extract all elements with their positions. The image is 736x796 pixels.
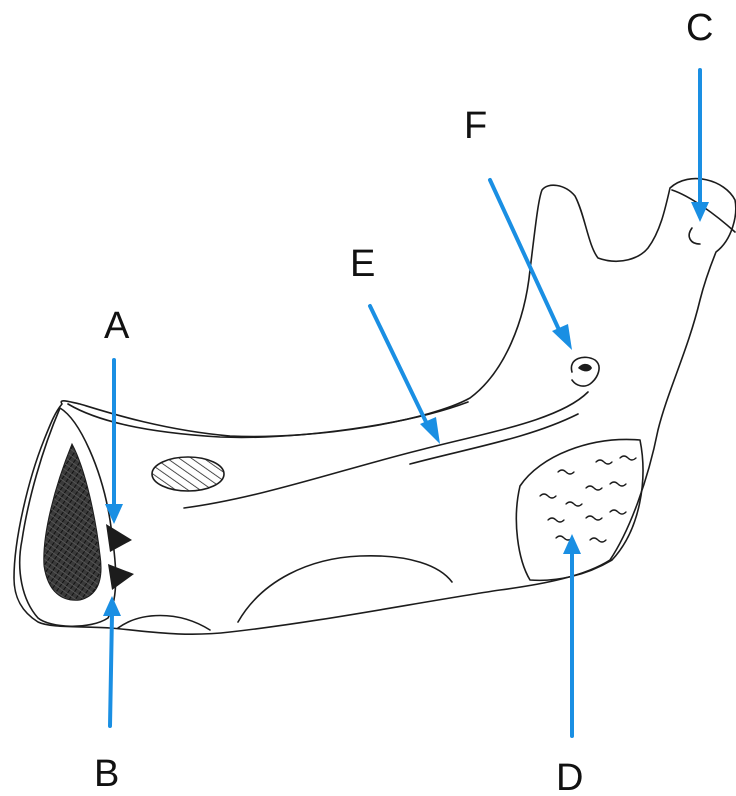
pterygoid-tuberosity bbox=[516, 439, 643, 580]
arrow-f-head bbox=[552, 324, 572, 350]
label-c: C bbox=[686, 7, 713, 49]
arrows bbox=[103, 70, 709, 736]
genial-tubercle-lower bbox=[108, 564, 134, 590]
arrow-e bbox=[370, 306, 428, 426]
foramen-dark bbox=[578, 364, 592, 372]
arrow-c-head bbox=[691, 202, 709, 222]
condyle-pit bbox=[689, 228, 700, 244]
submandibular-fossa bbox=[238, 556, 452, 622]
mylohyoid-line bbox=[184, 392, 588, 508]
labels: A B C D E F bbox=[94, 7, 713, 796]
sublingual-fossa bbox=[152, 457, 224, 491]
symphysis-cancellous bbox=[44, 444, 101, 600]
mandibular-foramen bbox=[571, 357, 599, 386]
arrow-b-head bbox=[103, 596, 121, 616]
arrow-b bbox=[110, 614, 112, 726]
arrow-e-head bbox=[420, 417, 440, 444]
arrow-d-head bbox=[563, 534, 581, 554]
digastric-fossa bbox=[118, 616, 210, 631]
arrow-a-head bbox=[105, 504, 123, 524]
label-e: E bbox=[350, 243, 375, 285]
label-b: B bbox=[94, 753, 119, 795]
label-a: A bbox=[104, 305, 130, 347]
oblique-ridge bbox=[68, 402, 468, 437]
genial-tubercle-upper bbox=[106, 524, 132, 552]
label-f: F bbox=[464, 105, 487, 147]
label-d: D bbox=[556, 757, 583, 796]
arrow-f bbox=[490, 180, 560, 332]
pterygoid-roughness-marks bbox=[540, 456, 636, 542]
